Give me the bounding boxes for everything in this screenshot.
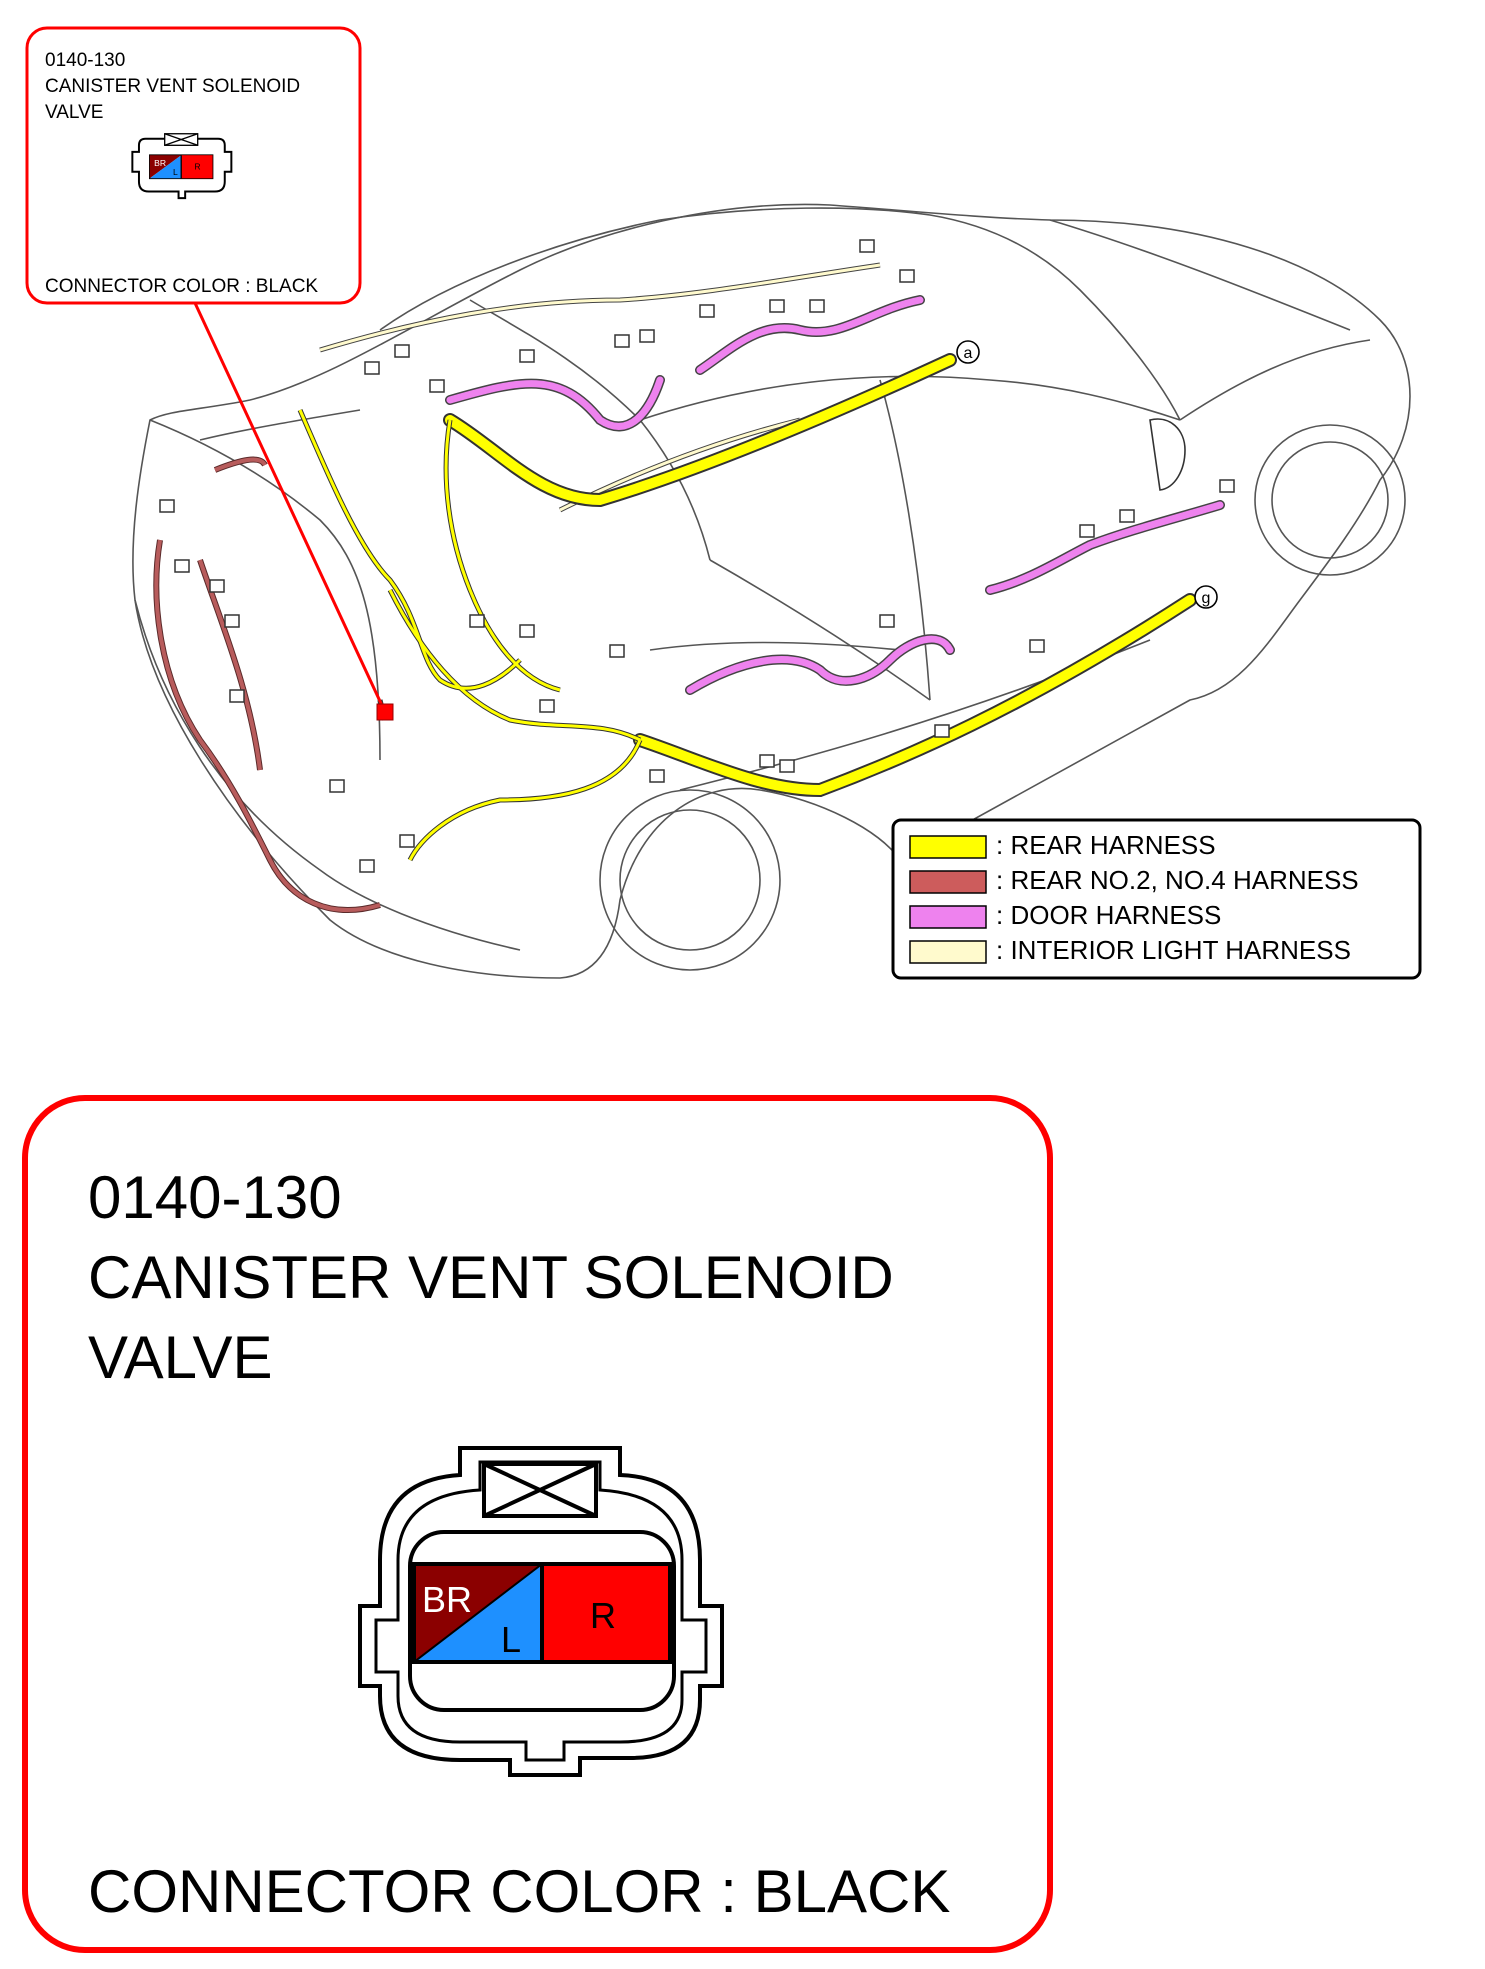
callout-small-connector-color: CONNECTOR COLOR : BLACK [45, 276, 318, 297]
callout-large-name-line2: VALVE [88, 1324, 273, 1391]
terminal-label-r: R [590, 1595, 616, 1636]
terminal-label-l: L [501, 1619, 521, 1660]
marker-g: g [1194, 585, 1218, 609]
canister-vent-location-marker [376, 703, 394, 721]
connector-large: BR L R [358, 1446, 724, 1777]
terminal-label-br: BR [422, 1579, 472, 1620]
callout-large: 0140-130 CANISTER VENT SOLENOID VALVE CO… [22, 1095, 1053, 1953]
svg-text:R: R [194, 162, 200, 172]
svg-text:: REAR NO.2, NO.4 HARNESS: : REAR NO.2, NO.4 HARNESS [996, 865, 1359, 895]
svg-text:: DOOR HARNESS: : DOOR HARNESS [996, 900, 1221, 930]
legend-item-door-harness: : DOOR HARNESS [909, 900, 1221, 930]
mirror-shape [1149, 418, 1186, 491]
rear-no2-no4-harness [153, 456, 381, 913]
legend-item-interior-light-harness: : INTERIOR LIGHT HARNESS [909, 935, 1351, 965]
connector-small-icon: BR L R [131, 133, 233, 200]
marker-a: a [956, 340, 980, 364]
callout-large-code: 0140-130 [88, 1164, 342, 1231]
callout-large-name-line1: CANISTER VENT SOLENOID [88, 1244, 894, 1311]
callout-small: 0140-130 CANISTER VENT SOLENOID VALVE CO… [25, 26, 362, 305]
svg-text:BR: BR [154, 158, 166, 168]
legend-item-rear-no2-no4-harness: : REAR NO.2, NO.4 HARNESS [909, 865, 1359, 895]
callout-small-code: 0140-130 [45, 50, 125, 71]
harness-legend: : REAR HARNESS : REAR NO.2, NO.4 HARNESS… [891, 818, 1422, 980]
callout-leader-line [193, 302, 387, 713]
callout-small-name-line2: VALVE [45, 102, 103, 123]
svg-text:L: L [173, 167, 178, 177]
legend-item-rear-harness: : REAR HARNESS [909, 830, 1216, 860]
svg-text:: REAR HARNESS: : REAR HARNESS [996, 830, 1216, 860]
harness-connectors [159, 239, 1235, 873]
svg-text:g: g [1202, 590, 1211, 607]
terminal-br-l: BR L [413, 1563, 543, 1663]
svg-text:: INTERIOR LIGHT HARNESS: : INTERIOR LIGHT HARNESS [996, 935, 1351, 965]
callout-small-name-line1: CANISTER VENT SOLENOID [45, 76, 300, 97]
svg-text:a: a [964, 345, 973, 362]
terminal-r: R [542, 1564, 670, 1662]
callout-large-connector-color: CONNECTOR COLOR : BLACK [88, 1858, 950, 1925]
